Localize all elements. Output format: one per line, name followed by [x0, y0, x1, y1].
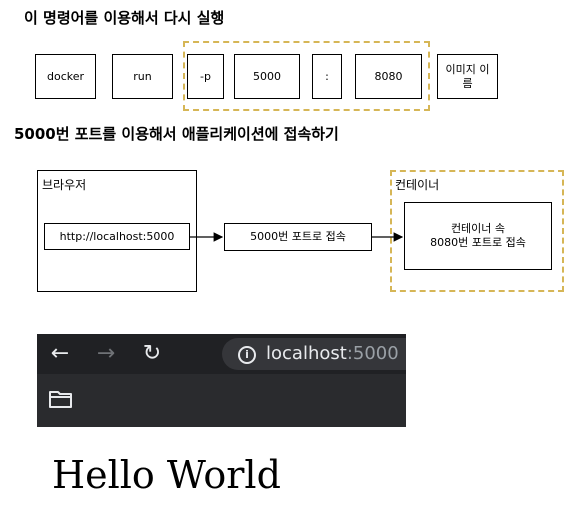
hello-world-text: Hello World [52, 453, 281, 497]
middle-port-box: 5000번 포트로 접속 [224, 223, 372, 251]
command-run-text: run [133, 69, 152, 83]
container-inner-line1: 컨테이너 속 [450, 222, 506, 235]
command-image-text: 이미지 이름 [445, 62, 490, 90]
command-host-port-box: 5000 [234, 54, 300, 99]
command-colon-box: : [312, 54, 342, 99]
command-docker-text: docker [46, 69, 85, 83]
command-flag-box: -p [187, 54, 224, 99]
middle-port-text: 5000번 포트로 접속 [250, 230, 346, 243]
container-inner-line2: 8080번 포트로 접속 [430, 236, 526, 249]
folder-icon[interactable] [48, 389, 74, 409]
browser-window: ← → ↻ i localhost:5000 [37, 334, 406, 427]
url-port: :5000 [346, 343, 399, 364]
arrow-left-icon[interactable]: ← [50, 341, 70, 366]
address-url: localhost:5000 [266, 343, 399, 365]
access-title: 5000번 포트를 이용해서 애플리케이션에 접속하기 [14, 125, 339, 143]
diagram-arrows [190, 232, 404, 242]
browser-url-box: http://localhost:5000 [44, 223, 190, 250]
arrow-right-icon[interactable]: → [96, 341, 116, 366]
command-host-port-text: 5000 [253, 69, 281, 83]
reload-icon[interactable]: ↻ [142, 341, 162, 366]
command-docker-box: docker [35, 54, 96, 99]
url-host: localhost [266, 343, 347, 364]
command-container-port-text: 8080 [374, 69, 403, 83]
command-title: 이 명령어를 이용해서 다시 실행 [24, 9, 225, 27]
browser-url-text: http://localhost:5000 [59, 229, 175, 243]
command-flag-text: -p [200, 69, 211, 83]
container-inner-box: 컨테이너 속 8080번 포트로 접속 [404, 202, 552, 270]
container-outer-box [390, 170, 564, 292]
command-image-box: 이미지 이름 [437, 54, 498, 99]
info-icon[interactable]: i [238, 346, 256, 364]
port-option-highlight [183, 41, 430, 111]
container-label: 컨테이너 [395, 178, 440, 192]
browser-label: 브라우저 [42, 178, 87, 192]
command-colon-text: : [325, 69, 329, 83]
command-run-box: run [112, 54, 173, 99]
command-container-port-box: 8080 [355, 54, 422, 99]
address-bar[interactable]: i localhost:5000 [222, 338, 406, 370]
